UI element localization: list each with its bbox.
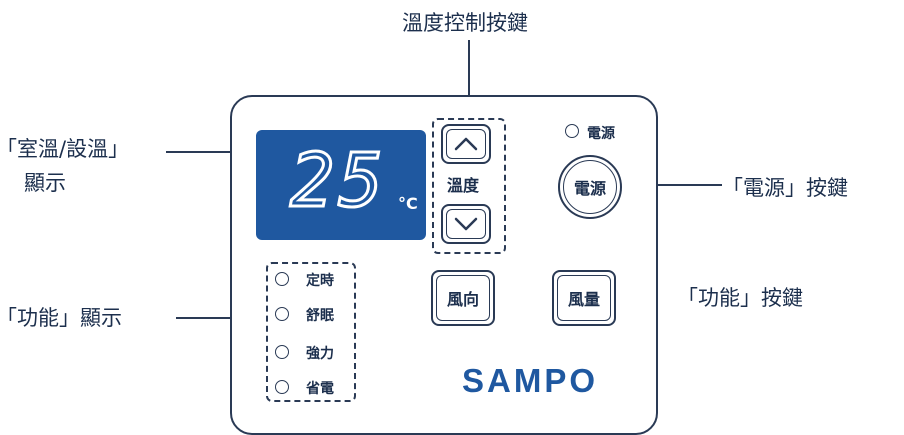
- turbo-led: [275, 345, 289, 359]
- temp-button-label: 溫度: [447, 176, 480, 195]
- temperature-unit: °C: [398, 194, 418, 213]
- temperature-value: 25: [288, 138, 388, 224]
- function-key-label: 「功能」按鍵: [677, 286, 803, 310]
- temp-control-label: 溫度控制按鍵: [402, 11, 528, 35]
- function-led-label: 強力: [306, 346, 334, 362]
- eco-led: [275, 380, 289, 394]
- fan-speed-button[interactable]: 風量: [552, 270, 616, 326]
- room-temp-label-line2: 顯示: [24, 171, 66, 195]
- timer-led: [275, 272, 289, 286]
- power-led-label: 電源: [587, 126, 615, 142]
- power-button-label: 電源: [573, 179, 606, 198]
- swing-button[interactable]: 風向: [431, 270, 495, 326]
- function-led-label: 定時: [306, 273, 334, 289]
- temp-button-group: [432, 118, 506, 254]
- sleep-led: [275, 307, 289, 321]
- chevron-up-icon: [454, 137, 478, 151]
- power-led: [565, 124, 579, 138]
- brand-logo: SAMPO: [462, 362, 599, 399]
- function-led-label: 舒眠: [306, 308, 334, 324]
- room-temp-label: 「室溫/設溫」: [0, 137, 130, 161]
- function-led-group: [266, 262, 356, 402]
- power-key-label: 「電源」按鍵: [722, 176, 848, 200]
- chevron-down-icon: [454, 217, 478, 231]
- fan-speed-button-label: 風量: [567, 290, 600, 309]
- swing-button-label: 風向: [446, 290, 479, 309]
- temperature-display: 25 °C: [256, 130, 426, 240]
- function-led-label: 省電: [306, 381, 334, 397]
- temp-up-button[interactable]: [441, 124, 491, 164]
- function-display-label: 「功能」顯示: [0, 306, 122, 330]
- power-button[interactable]: 電源: [558, 155, 622, 219]
- temp-down-button[interactable]: [441, 204, 491, 244]
